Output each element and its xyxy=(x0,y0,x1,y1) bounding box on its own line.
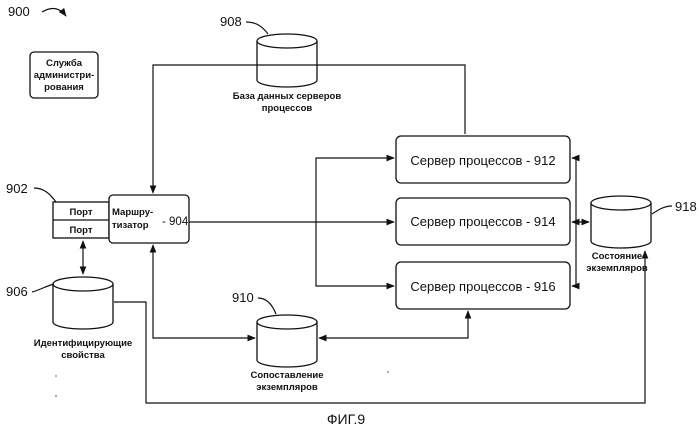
identifying-label-1: Идентифицирующие xyxy=(34,338,132,349)
connector-state-912 xyxy=(572,158,576,222)
connector-state-916 xyxy=(572,222,576,286)
connector-mapping-916 xyxy=(319,311,468,338)
process-server-916: Сервер процессов - 916 xyxy=(396,262,570,309)
process-db-label-2: процессов xyxy=(262,103,313,114)
identifying-ref: 906 xyxy=(6,284,28,299)
connector-router-912 xyxy=(316,158,394,222)
process-db-ref: 908 xyxy=(220,14,242,29)
process-server-916-label: Сервер процессов - 916 xyxy=(410,279,555,294)
admin-service-label-2: администри- xyxy=(34,70,95,81)
state-ref: 918 xyxy=(675,199,697,214)
process-server-912: Сервер процессов - 912 xyxy=(396,136,570,183)
admin-service-label-3: рования xyxy=(44,82,84,93)
process-server-912-label: Сервер процессов - 912 xyxy=(410,153,555,168)
state-label-2: экземпляров xyxy=(586,263,648,274)
process-db-label-1: База данных серверов xyxy=(233,91,342,102)
instance-state-database xyxy=(591,196,651,248)
figure-number: 900 xyxy=(8,4,30,19)
mapping-label-1: Сопоставление xyxy=(250,370,323,381)
router-id: - 904 xyxy=(162,216,189,228)
instance-mapping-database xyxy=(257,315,317,367)
ports-block: Порт Порт xyxy=(53,202,109,238)
admin-service-label-1: Служба xyxy=(46,58,83,69)
state-ref-leader xyxy=(652,206,672,214)
figure-number-arrow xyxy=(42,9,66,16)
identifying-ref-leader xyxy=(32,284,54,292)
router-label-2: тизатор xyxy=(112,220,149,231)
port-2-label: Порт xyxy=(70,225,93,236)
process-db-ref-leader xyxy=(246,22,268,34)
port-1-label: Порт xyxy=(70,207,93,218)
state-label-1: Состояние xyxy=(592,251,642,262)
figure-caption: ФИГ.9 xyxy=(327,411,365,427)
mapping-label-2: экземпляров xyxy=(256,382,318,393)
identifying-properties-database xyxy=(53,277,113,329)
ports-ref-leader xyxy=(34,188,56,202)
mapping-ref-leader xyxy=(258,298,276,314)
mapping-ref: 910 xyxy=(232,290,254,305)
router-box: Маршру- тизатор - 904 xyxy=(109,195,189,243)
connector-router-916 xyxy=(316,222,394,286)
identifying-label-2: свойства xyxy=(61,350,105,361)
ports-ref: 902 xyxy=(6,181,28,196)
process-server-914: Сервер процессов - 914 xyxy=(396,198,570,245)
process-server-914-label: Сервер процессов - 914 xyxy=(410,214,555,229)
admin-service-box: Служба администри- рования xyxy=(30,52,98,98)
router-label-1: Маршру- xyxy=(112,207,153,218)
process-server-database xyxy=(257,34,317,87)
